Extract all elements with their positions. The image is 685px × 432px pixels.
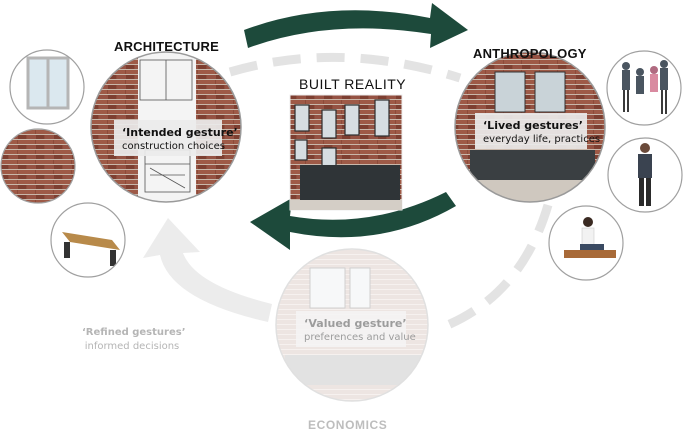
built-reality-photo: [290, 95, 402, 210]
bench-image-circle: [50, 202, 126, 278]
refined-arrow: [143, 218, 272, 322]
built-reality-heading: BUILT REALITY: [299, 76, 406, 92]
lived-gestures-label: ‘Lived gestures’ everyday life, practice…: [475, 113, 587, 149]
intended-gesture-subtitle: construction choices: [122, 141, 214, 152]
refined-gestures-label: ‘Refined gestures’ informed decisions: [82, 327, 182, 352]
people-group-circle: [606, 50, 682, 126]
valued-gesture-title: ‘Valued gesture’: [304, 317, 398, 330]
intended-gesture-label: ‘Intended gesture’ construction choices: [114, 120, 222, 156]
sitting-woman-circle: [549, 206, 625, 282]
standing-man-circle: [607, 137, 683, 213]
window-image-circle: [10, 50, 84, 124]
architecture-heading: ARCHITECTURE: [114, 39, 219, 54]
intended-gesture-title: ‘Intended gesture’: [122, 126, 214, 139]
refined-gestures-title: ‘Refined gestures’: [82, 327, 182, 338]
top-dark-arrow: [244, 3, 468, 48]
economics-heading: ECONOMICS: [308, 418, 387, 432]
lived-gestures-title: ‘Lived gestures’: [483, 119, 579, 132]
lived-gestures-subtitle: everyday life, practices: [483, 134, 579, 145]
anthropology-heading: ANTHROPOLOGY: [473, 46, 587, 61]
valued-gesture-label: ‘Valued gesture’ preferences and value: [296, 311, 406, 347]
brick-sample-circle: [0, 128, 76, 204]
refined-gestures-subtitle: informed decisions: [82, 341, 182, 352]
valued-gesture-subtitle: preferences and value: [304, 332, 398, 343]
